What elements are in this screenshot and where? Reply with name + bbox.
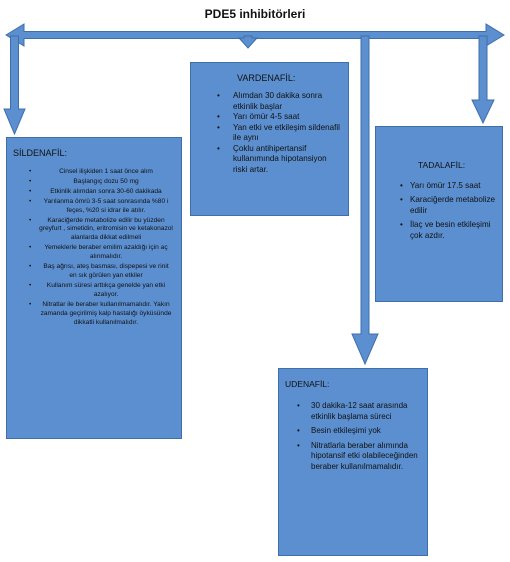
sildenafil-item: Başlangıç dozu 50 mg bbox=[13, 178, 175, 187]
vardenafil-item: Yarı ömür 4-5 saat bbox=[197, 112, 342, 123]
arrow-to-vardenafil bbox=[237, 35, 259, 49]
udenafil-list: 30 dakika-12 saat arasında etkinlik başl… bbox=[285, 401, 421, 472]
sildenafil-item: Nitratlar ile beraber kullanılmamalıdır.… bbox=[13, 301, 175, 328]
udenafil-item: 30 dakika-12 saat arasında etkinlik başl… bbox=[285, 401, 421, 422]
arrow-to-udenafil bbox=[351, 35, 379, 366]
tadalafil-list: Yarı ömür 17.5 saat Karaciğerde metaboli… bbox=[382, 180, 496, 241]
tadalafil-item: İlaç ve besin etkileşimi çok azdır. bbox=[382, 219, 496, 241]
tadalafil-item: Yarı ömür 17.5 saat bbox=[382, 180, 496, 191]
vardenafil-box: VARDENAFİL: Alımdan 30 dakika sonra etki… bbox=[190, 62, 349, 216]
tadalafil-item: Karaciğerde metabolize edilir bbox=[382, 194, 496, 216]
sildenafil-item: Baş ağrısı, ateş basması, dispepesi ve r… bbox=[13, 263, 175, 281]
udenafil-item: Besin etkileşimi yok bbox=[285, 426, 421, 437]
sildenafil-box: SİLDENAFİL: Cinsel ilişkiden 1 saat önce… bbox=[6, 137, 182, 439]
vardenafil-item: Alımdan 30 dakika sonra etkinlik başlar bbox=[197, 91, 342, 112]
sildenafil-item: Yemeklerle beraber emilim azaldığı için … bbox=[13, 244, 175, 262]
tadalafil-heading: TADALAFİL: bbox=[418, 160, 466, 170]
vardenafil-item: Yan etki ve etkileşim sildenafil ile ayn… bbox=[197, 123, 342, 144]
sildenafil-item: Cinsel ilişkiden 1 saat önce alım bbox=[13, 168, 175, 177]
horizontal-double-arrow bbox=[5, 23, 505, 47]
udenafil-box: UDENAFİL: 30 dakika-12 saat arasında etk… bbox=[278, 368, 428, 556]
udenafil-item: Nitratlarla beraber alımında hipotansif … bbox=[285, 441, 421, 473]
sildenafil-item: Kullanım süresi arttıkça genelde yan etk… bbox=[13, 282, 175, 300]
sildenafil-item: Yarılanma ömrü 3-5 saat sonrasında %80 i… bbox=[13, 198, 175, 216]
vardenafil-heading: VARDENAFİL: bbox=[237, 73, 296, 83]
udenafil-heading: UDENAFİL: bbox=[285, 379, 330, 389]
arrow-to-sildenafil bbox=[3, 35, 26, 136]
sildenafil-item: Etkinlik alımdan sonra 30-60 dakikada bbox=[13, 188, 175, 197]
vardenafil-item: Çoklu antihipertansif kullanımında hipot… bbox=[197, 144, 342, 176]
sildenafil-heading: SİLDENAFİL: bbox=[13, 148, 68, 158]
vardenafil-list: Alımdan 30 dakika sonra etkinlik başlar … bbox=[197, 91, 342, 175]
arrow-to-tadalafil bbox=[471, 35, 495, 125]
tadalafil-box: TADALAFİL: Yarı ömür 17.5 saat Karaciğer… bbox=[375, 126, 503, 302]
sildenafil-item: Karaciğerde metabolize edilir bu yüzden … bbox=[13, 217, 175, 244]
diagram-title: PDE5 inhibitörleri bbox=[204, 7, 306, 21]
sildenafil-list: Cinsel ilişkiden 1 saat önce alım Başlan… bbox=[13, 168, 175, 327]
